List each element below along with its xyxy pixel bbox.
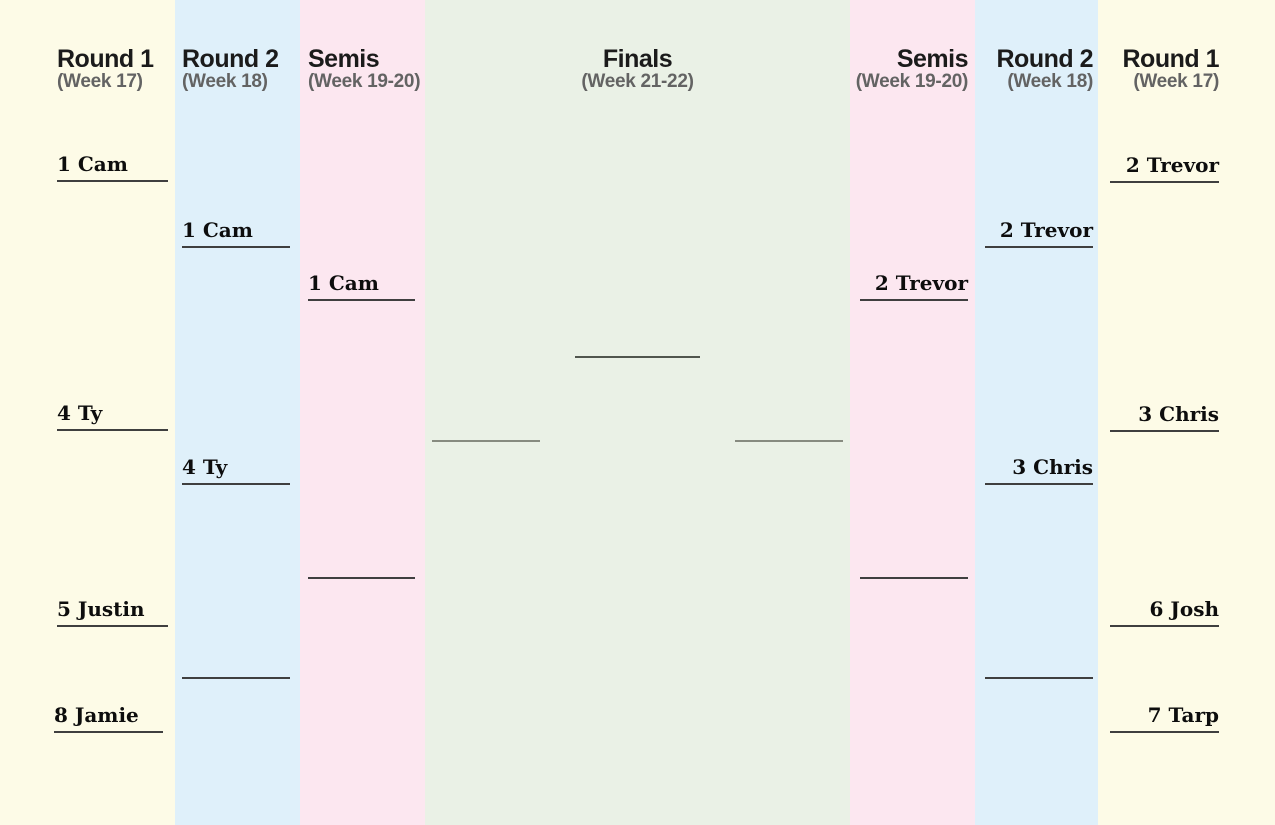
column-header-right-round2: Round 2 (Week 18): [997, 46, 1094, 93]
player-name: 7 Tarp: [1147, 703, 1219, 727]
column-header-finals: Finals (Week 21-22): [425, 46, 850, 93]
player-name: 2 Trevor: [999, 218, 1093, 242]
column-header-left-round1: Round 1 (Week 17): [57, 46, 154, 93]
slot-left-round2-2: 4 Ty: [182, 455, 290, 485]
column-bg-finals: [425, 0, 850, 825]
column-title: Round 1: [57, 45, 154, 73]
column-subtitle: (Week 19-20): [855, 71, 969, 93]
player-name: 3 Chris: [1012, 455, 1093, 479]
column-subtitle: (Week 18): [1007, 71, 1093, 93]
column-title: Semis: [896, 45, 969, 73]
column-header-right-round1: Round 1 (Week 17): [1123, 46, 1220, 93]
slot-left-round2-3-empty: [182, 649, 290, 679]
slot-right-round1-1: 2 Trevor: [1110, 153, 1219, 183]
slot-right-round1-4: 7 Tarp: [1110, 703, 1219, 733]
slot-right-round1-3: 6 Josh: [1110, 597, 1219, 627]
column-header-left-round2: Round 2 (Week 18): [182, 46, 279, 93]
column-bg-right-round2: [975, 0, 1098, 825]
column-title: Finals: [602, 45, 673, 73]
slot-right-round2-2: 3 Chris: [985, 455, 1093, 485]
column-bg-left-round1: [0, 0, 175, 825]
column-subtitle: (Week 19-20): [308, 71, 421, 93]
column-subtitle: (Week 17): [1133, 71, 1219, 93]
slot-right-round2-1: 2 Trevor: [985, 218, 1093, 248]
player-name: 3 Chris: [1138, 402, 1219, 426]
column-title: Round 1: [1122, 45, 1220, 73]
player-name: [182, 671, 290, 677]
player-name: 8 Jamie: [54, 703, 139, 727]
player-name: [860, 571, 968, 577]
player-name: 2 Trevor: [1125, 153, 1219, 177]
column-bg-left-semis: [300, 0, 425, 825]
column-title: Round 2: [182, 45, 279, 73]
slot-left-round2-1: 1 Cam: [182, 218, 290, 248]
slot-left-round1-2: 4 Ty: [57, 401, 168, 431]
column-bg-right-semis: [850, 0, 975, 825]
slot-left-semis-1: 1 Cam: [308, 271, 415, 301]
player-name: 1 Cam: [57, 152, 128, 176]
slot-right-semis-1: 2 Trevor: [860, 271, 968, 301]
slot-left-round1-3: 5 Justin: [57, 597, 168, 627]
player-name: 4 Ty: [182, 455, 228, 479]
player-name: [432, 434, 540, 440]
slot-finals-left-finalist-empty: [432, 412, 540, 442]
column-header-left-semis: Semis (Week 19-20): [308, 45, 421, 93]
column-title: Semis: [308, 45, 380, 73]
player-name: 6 Josh: [1149, 597, 1219, 621]
player-name: 1 Cam: [182, 218, 253, 242]
player-name: 1 Cam: [308, 271, 379, 295]
slot-left-round1-1: 1 Cam: [57, 152, 168, 182]
slot-right-round1-2: 3 Chris: [1110, 402, 1219, 432]
column-bg-right-round1: [1098, 0, 1275, 825]
player-name: 4 Ty: [57, 401, 103, 425]
slot-right-semis-2-empty: [860, 549, 968, 579]
slot-left-semis-2-empty: [308, 549, 415, 579]
column-subtitle: (Week 17): [57, 71, 143, 93]
column-bg-left-round2: [175, 0, 300, 825]
column-subtitle: (Week 21-22): [581, 71, 694, 93]
column-title: Round 2: [996, 45, 1094, 73]
player-name: 2 Trevor: [874, 271, 968, 295]
slot-finals-champion-empty: [575, 328, 700, 358]
player-name: [575, 350, 700, 356]
column-subtitle: (Week 18): [182, 71, 268, 93]
player-name: [735, 434, 843, 440]
column-header-right-semis: Semis (Week 19-20): [855, 45, 969, 93]
player-name: [308, 571, 415, 577]
player-name: [985, 671, 1093, 677]
slot-finals-right-finalist-empty: [735, 412, 843, 442]
player-name: 5 Justin: [57, 597, 145, 621]
slot-left-round1-4: 8 Jamie: [54, 703, 163, 733]
slot-right-round2-3-empty: [985, 649, 1093, 679]
